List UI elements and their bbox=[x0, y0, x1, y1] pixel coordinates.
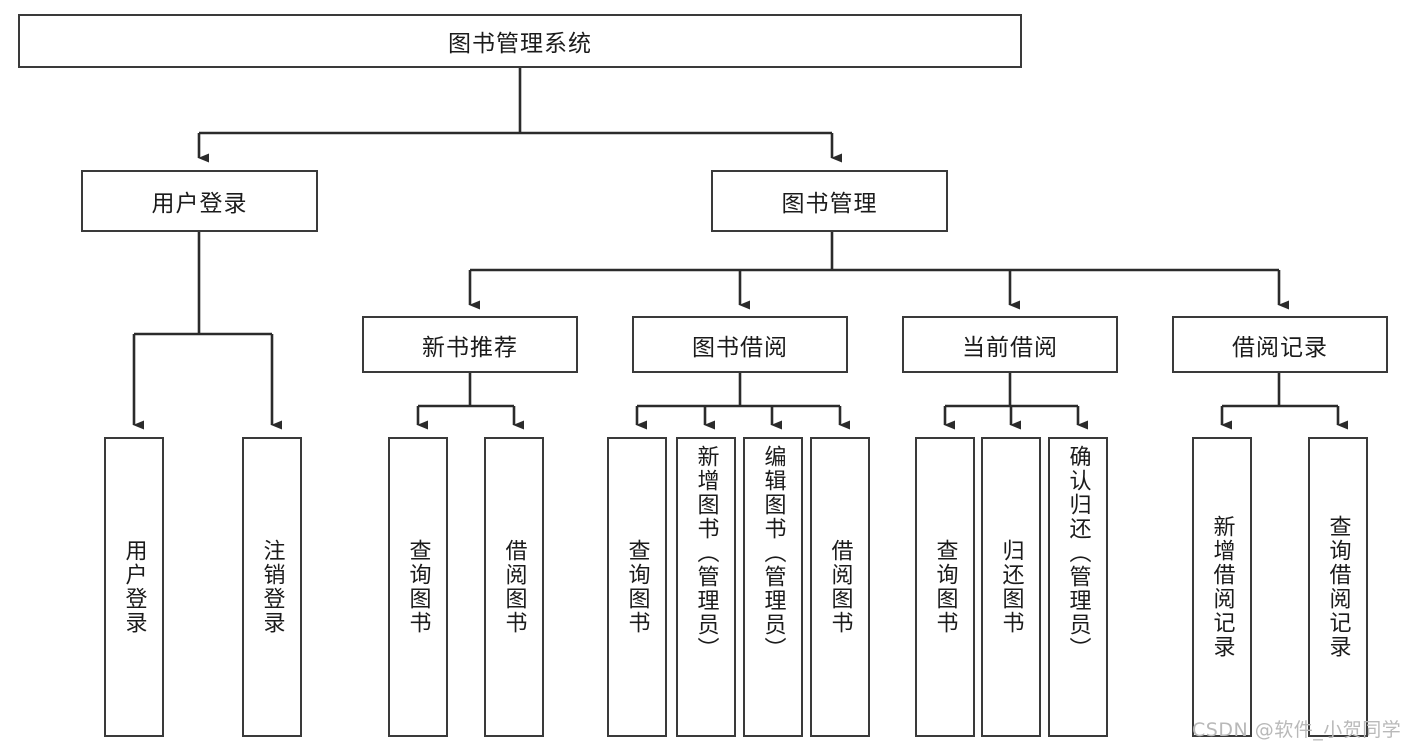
leaf-current-borrow-return[interactable]: 归还图书 bbox=[981, 437, 1041, 737]
node-label: 编辑图书（管理员） bbox=[760, 445, 786, 661]
node-book-management[interactable]: 图书管理 bbox=[711, 170, 948, 232]
leaf-new-book-borrow[interactable]: 借阅图书 bbox=[484, 437, 544, 737]
node-label: 借阅记录 bbox=[1232, 334, 1328, 361]
node-label: 确认归还（管理员） bbox=[1065, 445, 1091, 661]
node-label: 图书管理系统 bbox=[448, 31, 592, 57]
node-label: 查询借阅记录 bbox=[1325, 515, 1351, 659]
node-label: 新增借阅记录 bbox=[1209, 515, 1235, 659]
leaf-book-borrow-add[interactable]: 新增图书（管理员） bbox=[676, 437, 736, 737]
leaf-book-borrow-query[interactable]: 查询图书 bbox=[607, 437, 667, 737]
node-root-book-management-system[interactable]: 图书管理系统 bbox=[18, 14, 1022, 68]
leaf-book-borrow-edit[interactable]: 编辑图书（管理员） bbox=[743, 437, 803, 737]
node-label: 新增图书（管理员） bbox=[693, 445, 719, 661]
leaf-borrow-record-query[interactable]: 查询借阅记录 bbox=[1308, 437, 1368, 737]
node-label: 查询图书 bbox=[405, 539, 431, 635]
leaf-borrow-record-add[interactable]: 新增借阅记录 bbox=[1192, 437, 1252, 737]
node-label: 图书管理 bbox=[781, 191, 878, 217]
node-label: 查询图书 bbox=[932, 539, 958, 635]
node-label: 注销登录 bbox=[259, 539, 285, 635]
node-label: 借阅图书 bbox=[501, 539, 527, 635]
node-label: 新书推荐 bbox=[422, 334, 518, 361]
node-label: 用户登录 bbox=[151, 191, 248, 217]
node-label: 图书借阅 bbox=[692, 334, 788, 361]
csdn-watermark: CSDN @软件_小贺同学 bbox=[1192, 719, 1402, 741]
node-book-borrow[interactable]: 图书借阅 bbox=[632, 316, 848, 373]
node-label: 归还图书 bbox=[998, 539, 1024, 635]
leaf-book-borrow-borrow[interactable]: 借阅图书 bbox=[810, 437, 870, 737]
node-borrow-record[interactable]: 借阅记录 bbox=[1172, 316, 1388, 373]
node-current-borrow[interactable]: 当前借阅 bbox=[902, 316, 1118, 373]
node-label: 查询图书 bbox=[624, 539, 650, 635]
node-user-login[interactable]: 用户登录 bbox=[81, 170, 318, 232]
node-label: 借阅图书 bbox=[827, 539, 853, 635]
leaf-current-borrow-confirm-return[interactable]: 确认归还（管理员） bbox=[1048, 437, 1108, 737]
node-label: 当前借阅 bbox=[962, 334, 1058, 361]
leaf-user-login-signout[interactable]: 注销登录 bbox=[242, 437, 302, 737]
leaf-current-borrow-query[interactable]: 查询图书 bbox=[915, 437, 975, 737]
leaf-new-book-query[interactable]: 查询图书 bbox=[388, 437, 448, 737]
node-new-book-recommend[interactable]: 新书推荐 bbox=[362, 316, 578, 373]
node-label: 用户登录 bbox=[121, 539, 147, 635]
leaf-user-login-signin[interactable]: 用户登录 bbox=[104, 437, 164, 737]
